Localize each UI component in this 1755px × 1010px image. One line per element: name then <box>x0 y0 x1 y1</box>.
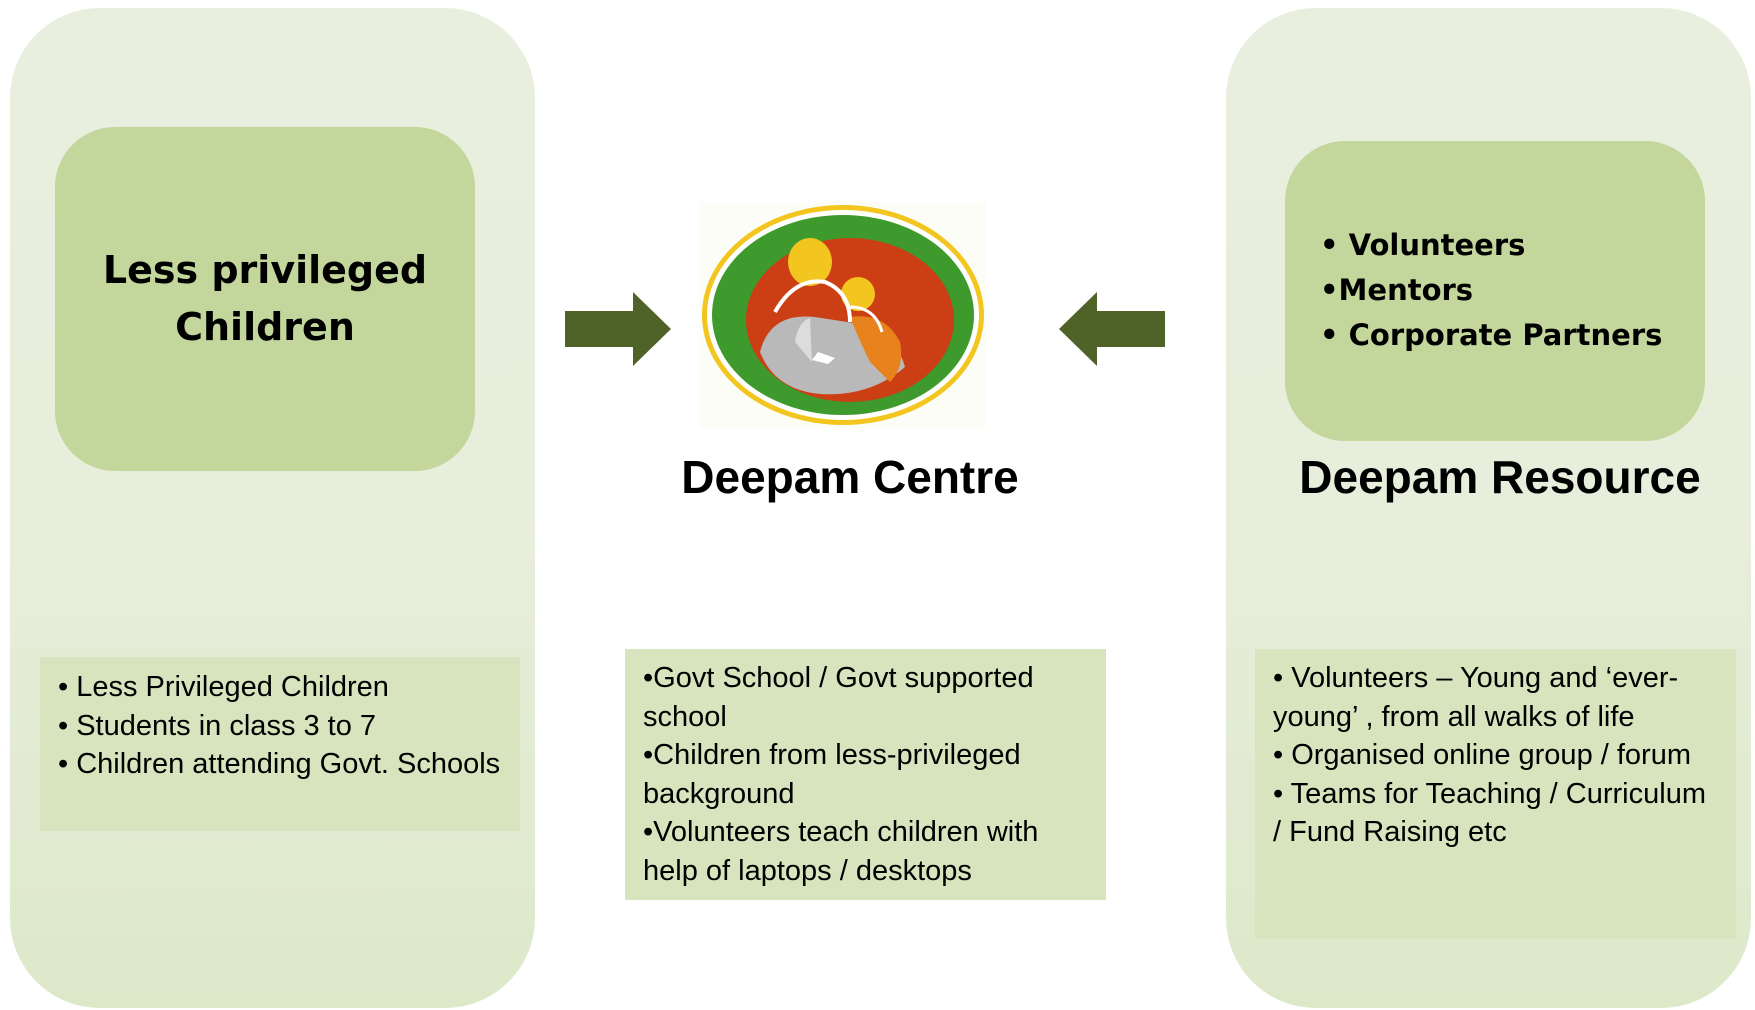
deepam-logo <box>700 202 986 428</box>
list-item: • Volunteers <box>1320 228 1526 262</box>
children-title: Less privileged Children <box>102 248 428 349</box>
list-item: • Students in class 3 to 7 <box>58 709 377 742</box>
arrow-right-icon <box>565 292 671 366</box>
resource-list-box: • Volunteers •Mentors • Corporate Partne… <box>1285 141 1705 441</box>
resource-description-box: • Volunteers – Young and ‘ever-young’ , … <box>1255 649 1736 939</box>
children-title-box: Less privileged Children <box>55 127 475 471</box>
list-item: •Mentors <box>1320 273 1474 307</box>
children-description-list: • Less Privileged Children • Students in… <box>58 668 502 784</box>
resource-description-list: • Volunteers – Young and ‘ever-young’ , … <box>1273 659 1718 852</box>
list-item: •Volunteers teach children with help of … <box>643 816 1039 887</box>
list-item: • Less Privileged Children <box>58 671 389 703</box>
children-description-box: • Less Privileged Children • Students in… <box>40 657 520 831</box>
centre-title: Deepam Centre <box>681 451 1019 503</box>
list-item: •Govt School / Govt supported school <box>643 662 1034 733</box>
resource-top-list: • Volunteers •Mentors • Corporate Partne… <box>1320 223 1705 358</box>
list-item: • Teams for Teaching / Curriculum / Fund… <box>1273 777 1706 849</box>
arrow-left-icon <box>1059 292 1165 366</box>
list-item: • Organised online group / forum <box>1273 739 1691 771</box>
list-item: • Children attending Govt. Schools <box>58 748 501 780</box>
centre-description-list: •Govt School / Govt supported school •Ch… <box>643 659 1088 890</box>
list-item: •Children from less-privileged backgroun… <box>643 739 1021 810</box>
list-item: • Corporate Partners <box>1320 318 1663 352</box>
centre-description-box: •Govt School / Govt supported school •Ch… <box>625 649 1106 900</box>
resource-title: Deepam Resource <box>1299 451 1701 503</box>
list-item: • Volunteers – Young and ‘ever-young’ , … <box>1273 662 1679 733</box>
